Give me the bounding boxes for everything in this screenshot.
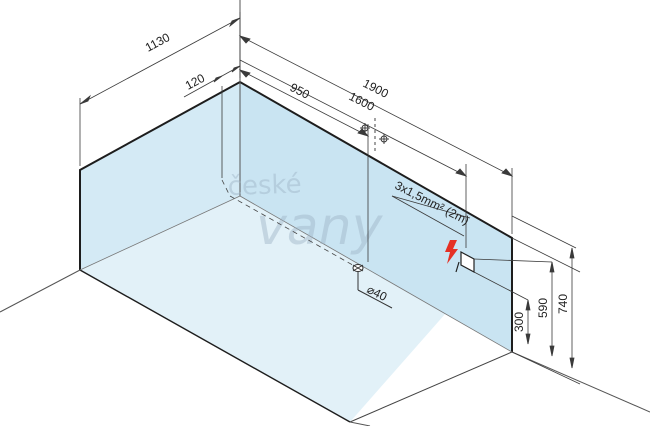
room-floor-line-front: [349, 421, 371, 426]
floor-drain: [352, 264, 393, 309]
dimension-1600: [239, 59, 468, 248]
arrow-head: [455, 168, 468, 177]
water-outlet-icon: [379, 134, 389, 144]
water-outlet-markers: [360, 118, 389, 152]
arrow-head: [238, 69, 251, 78]
arrow-head: [525, 333, 531, 345]
floor-right-edge: [349, 351, 513, 423]
drain-axis-vertical: [221, 179, 231, 197]
floor-front-edge: [79, 269, 351, 423]
arrow-head: [213, 75, 223, 83]
dimension-label-300: 300: [512, 312, 526, 332]
back-wall: [240, 82, 512, 352]
dimension-line: [239, 69, 369, 137]
arrow-head: [569, 247, 575, 259]
drain-leader-baseline: [357, 289, 393, 309]
extension-line: [473, 258, 553, 263]
side-wall: [80, 82, 240, 270]
dimension-1900: [238, 35, 514, 234]
extension-line: [511, 237, 581, 273]
leader-line: [391, 195, 465, 237]
room-surfaces: [80, 82, 512, 422]
watermark: české vany: [227, 169, 383, 257]
dimension-950: [238, 69, 370, 262]
dimension-1130: [79, 12, 241, 166]
arrow-head: [501, 168, 514, 177]
height-dimensions: [473, 215, 581, 385]
dimension-label-740: 740: [556, 294, 570, 314]
dimension-label-590: 590: [536, 298, 550, 318]
lightning-bolt-icon: [445, 240, 458, 264]
dimension-line: [239, 35, 513, 177]
room-floor-line-right: [511, 351, 650, 413]
socket-mount-line: [455, 261, 460, 273]
arrow-head: [231, 65, 241, 73]
arrow-head: [525, 299, 531, 311]
arrow-head: [79, 94, 91, 105]
arrow-head: [549, 261, 555, 273]
extension-line: [511, 215, 577, 249]
back-wall-base: [239, 195, 513, 353]
cable-annotation: [391, 195, 471, 237]
drain-axis-lines: [221, 179, 359, 269]
drain-axis-horizontal: [229, 195, 359, 269]
room-floor-line-left: [0, 269, 81, 313]
arrow-head: [569, 357, 575, 369]
extension-line: [511, 351, 581, 385]
arrow-head: [549, 345, 555, 357]
watermark-line2: vany: [256, 197, 384, 257]
dimension-line: [79, 17, 241, 105]
leader-baseline: [391, 195, 471, 219]
extension-line: [473, 271, 529, 301]
side-wall-base: [79, 195, 241, 271]
dimension-120: [183, 65, 241, 178]
arrow-head: [238, 35, 251, 44]
watermark-line1: české: [227, 169, 302, 202]
arrow-head: [229, 17, 241, 28]
dimension-label-120: 120: [183, 71, 208, 93]
dimension-label-1130: 1130: [143, 30, 173, 55]
dimension-line: [183, 65, 241, 98]
water-outlet-icon: [360, 123, 370, 133]
dimension-line: [239, 59, 467, 177]
